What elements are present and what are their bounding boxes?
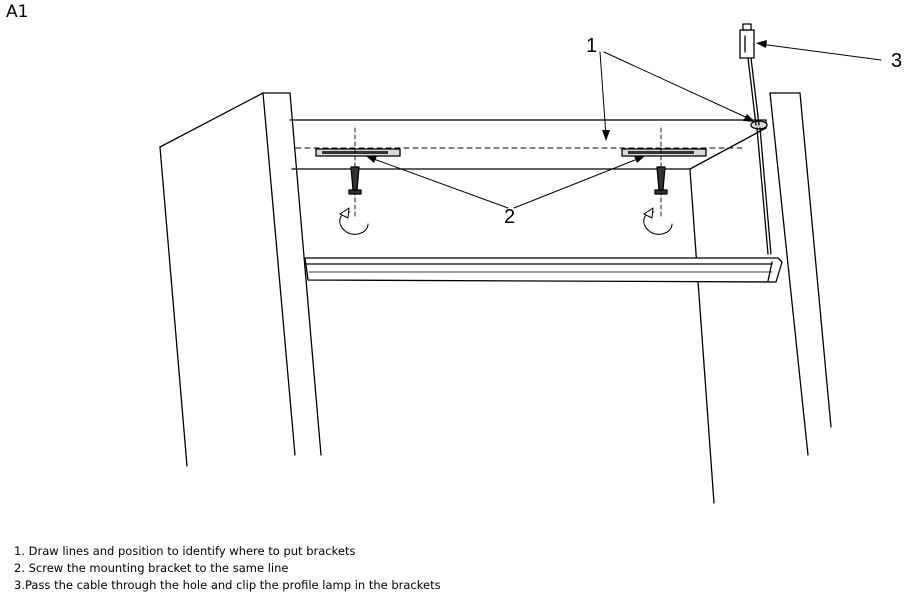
left-side-panel: [159, 92, 322, 467]
screw-right: [654, 166, 668, 195]
callout-2-leaders: [366, 156, 645, 209]
cable-plug: [739, 23, 755, 59]
top-board: [289, 119, 767, 170]
callout-3: 3: [891, 50, 903, 72]
power-cable: [747, 57, 772, 255]
screw-left: [348, 166, 362, 195]
instructions-list: 1. Draw lines and position to identify w…: [14, 543, 441, 594]
profile-lamp: [304, 257, 783, 283]
instruction-step-2: 2. Screw the mounting bracket to the sam…: [14, 561, 289, 575]
callout-1-leaders: [599, 51, 755, 141]
bracket-right: [621, 148, 707, 157]
rotate-arrow-left: [339, 207, 369, 235]
callout-2: 2: [504, 206, 516, 228]
callout-3-leader: [756, 40, 882, 61]
rotate-arrow-right: [643, 207, 673, 235]
callout-1: 1: [586, 35, 598, 57]
instruction-step-1: 1. Draw lines and position to identify w…: [14, 544, 356, 558]
instruction-step-3: 3.Pass the cable through the hole and cl…: [14, 578, 441, 592]
right-side-panel: [689, 92, 832, 504]
bracket-left: [315, 148, 401, 157]
figure-label: A1: [6, 2, 29, 22]
